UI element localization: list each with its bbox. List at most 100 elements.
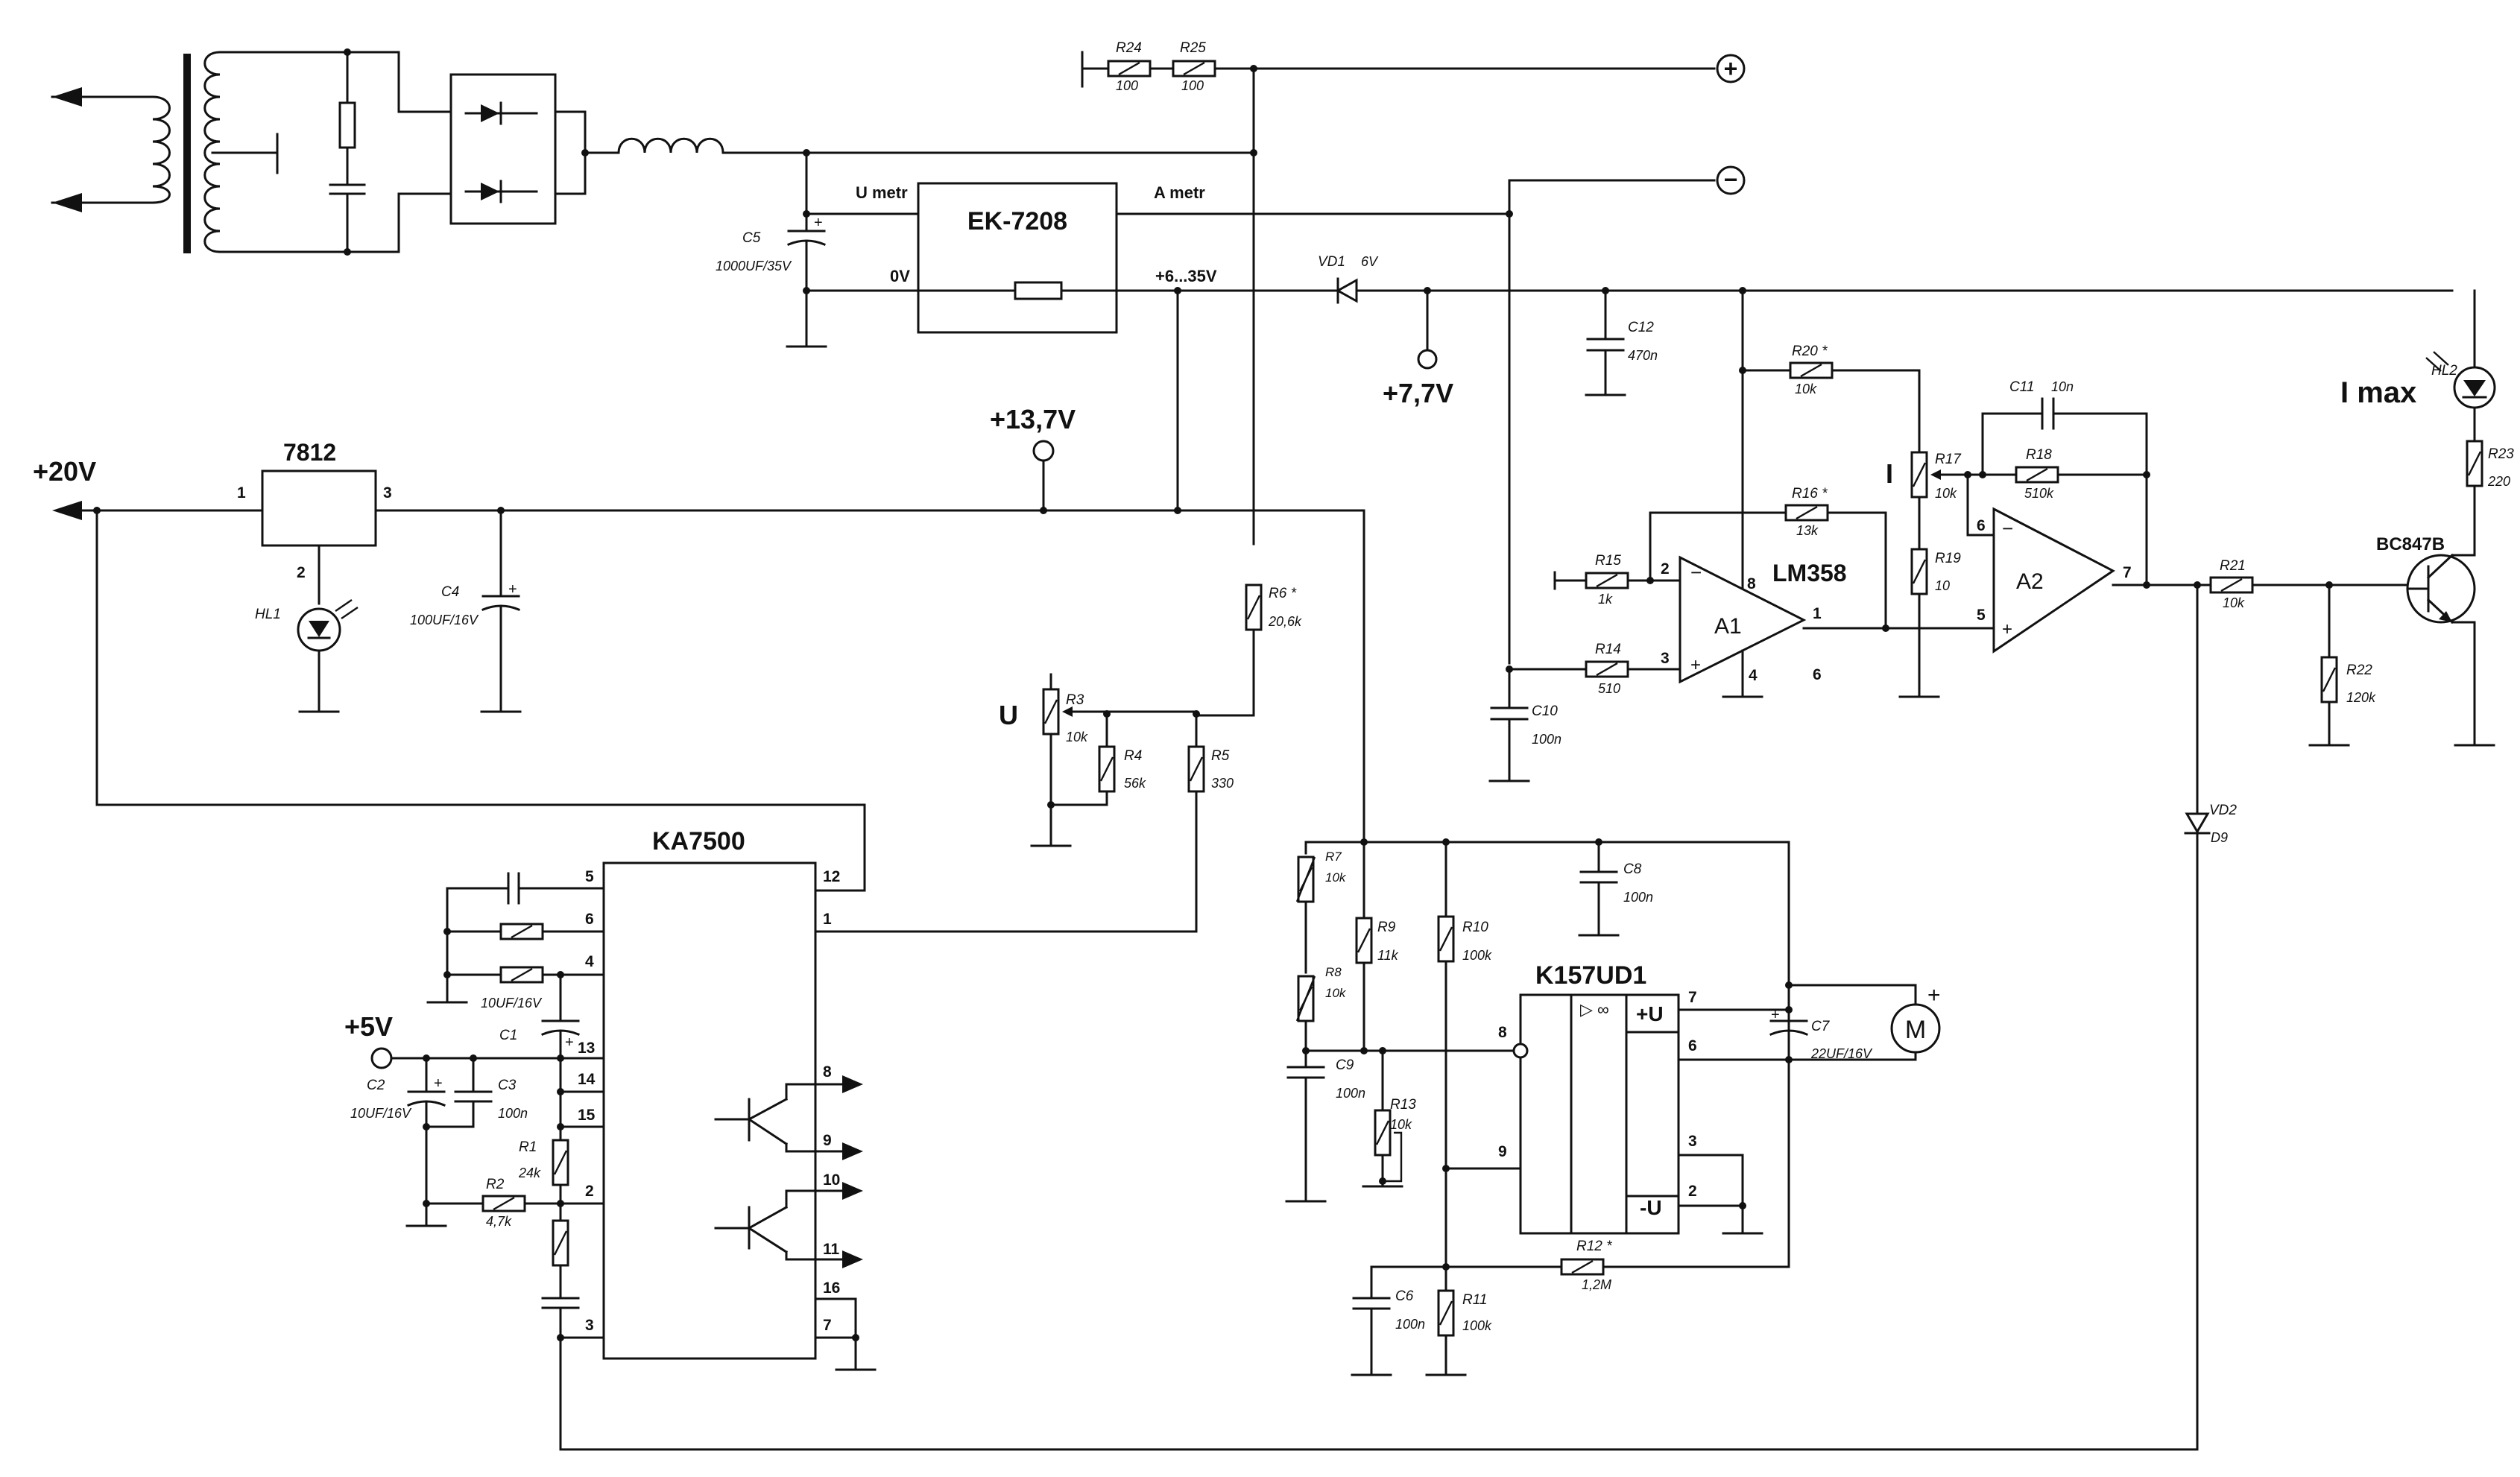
test-point-5v [370, 1047, 393, 1069]
c5-value: 1000UF/35V [716, 259, 792, 273]
svg-text:2: 2 [297, 564, 306, 581]
svg-text:+20V: +20V [33, 456, 96, 487]
plus-terminal-label: + [1724, 55, 1738, 82]
plus-terminal[interactable] [1716, 54, 1746, 83]
svg-text:R7: R7 [1325, 850, 1342, 864]
svg-text:3: 3 [1688, 1133, 1697, 1150]
i-pot-label[interactable]: I [1886, 458, 1893, 489]
svg-text:10k: 10k [1795, 382, 1817, 396]
arrow-right-icon [842, 1182, 863, 1200]
svg-text:100n: 100n [498, 1106, 528, 1121]
zero-volt-label: 0V [890, 267, 910, 285]
r24-value: 100 [1116, 78, 1138, 93]
test-point-13v7 [1032, 440, 1055, 462]
svg-text:R6 *: R6 * [1269, 586, 1297, 601]
imax-label: I max [2340, 376, 2416, 409]
transformer [51, 48, 400, 256]
fan-motor-icon [1890, 1003, 1941, 1054]
arrow-right-icon [842, 1142, 863, 1160]
svg-text:-U: -U [1640, 1196, 1662, 1219]
svg-text:R17: R17 [1935, 452, 1962, 467]
svg-text:6: 6 [1813, 666, 1822, 683]
resistor-r15 [1585, 572, 1629, 589]
u-pot-label[interactable]: U [999, 700, 1018, 730]
svg-text:100UF/16V: 100UF/16V [410, 613, 479, 627]
svg-text:VD2: VD2 [2209, 803, 2237, 818]
svg-text:C2: C2 [367, 1078, 385, 1093]
pwm-ka7500: KA7500 5 6 4 13 14 15 2 3 12 1 8 9 10 11… [344, 827, 877, 1371]
svg-text:+: + [508, 581, 517, 598]
svg-text:1,2M: 1,2M [1582, 1277, 1611, 1292]
svg-text:9: 9 [1498, 1143, 1507, 1160]
resistor-r12 [1560, 1258, 1605, 1276]
c5-ref: C5 [742, 230, 761, 246]
svg-text:HL1: HL1 [255, 607, 281, 622]
svg-text:1: 1 [237, 484, 246, 502]
svg-text:R15: R15 [1595, 553, 1621, 569]
vd1-ref: VD1 [1318, 254, 1345, 270]
svg-text:10: 10 [823, 1171, 840, 1189]
resistor-r20 [1789, 361, 1834, 379]
svg-text:7: 7 [2123, 564, 2132, 581]
svg-text:5: 5 [1977, 607, 1986, 624]
minus-terminal[interactable] [1716, 165, 1746, 195]
svg-text:10UF/16V: 10UF/16V [350, 1106, 412, 1121]
svg-text:4: 4 [585, 953, 594, 970]
potentiometer-r17 [1910, 451, 1928, 499]
vd1-value: 6V [1361, 254, 1379, 269]
svg-text:120k: 120k [2346, 690, 2376, 705]
test-point-7v7 [1417, 349, 1438, 370]
svg-text:5: 5 [585, 868, 594, 885]
svg-text:C8: C8 [1623, 861, 1642, 877]
resistor-r16 [1784, 504, 1829, 522]
svg-text:4: 4 [1749, 667, 1758, 684]
svg-text:C6: C6 [1395, 1288, 1414, 1304]
svg-text:3: 3 [383, 484, 392, 502]
svg-text:24k: 24k [518, 1166, 541, 1180]
svg-text:+: + [1690, 655, 1701, 675]
arrow-left-icon [52, 501, 82, 520]
resistor-r25 [1172, 60, 1216, 78]
svg-text:R9: R9 [1377, 920, 1396, 935]
ametr-label: A metr [1154, 183, 1205, 202]
resistor-r4 [1098, 745, 1116, 793]
svg-text:10n: 10n [2051, 379, 2074, 394]
svg-text:M: M [1905, 1016, 1926, 1044]
svg-text:+: + [565, 1034, 574, 1051]
arrow-right-icon [842, 1075, 863, 1093]
svg-text:20,6k: 20,6k [1268, 614, 1302, 629]
diode-vd2: VD2 D9 [559, 583, 2237, 1451]
arrow-right-icon [842, 1250, 863, 1268]
svg-text:K157UD1: K157UD1 [1535, 961, 1646, 990]
svg-text:+: + [814, 215, 823, 231]
svg-text:6: 6 [585, 911, 594, 928]
c12-value: 470n [1628, 348, 1658, 363]
resistor-r23 [2466, 440, 2483, 487]
resistor-r10 [1437, 915, 1455, 963]
svg-text:10k: 10k [2223, 595, 2245, 610]
svg-text:R18: R18 [2026, 447, 2052, 463]
svg-text:13k: 13k [1796, 523, 1819, 538]
resistor-r19 [1910, 548, 1928, 595]
svg-text:6: 6 [1688, 1037, 1697, 1054]
negative-rail: − [1115, 165, 1746, 665]
svg-text:KA7500: KA7500 [652, 827, 745, 855]
svg-text:+13,7V: +13,7V [990, 404, 1076, 434]
svg-text:330: 330 [1211, 776, 1234, 791]
umetr-label: U metr [856, 183, 908, 202]
regulator-7812: 7812 +20V 1 3 2 +13,7V HL1 + C4 100UF/16… [33, 289, 1365, 892]
current-setting-divider: R20 * 10k I R17 10k R19 10 [1739, 344, 1969, 698]
resistor-r14 [1585, 660, 1629, 678]
svg-text:R19: R19 [1935, 551, 1961, 566]
inductor [617, 137, 808, 154]
svg-text:▷ ∞: ▷ ∞ [1580, 1000, 1609, 1019]
svg-text:R13: R13 [1390, 1097, 1416, 1113]
r25-value: 100 [1181, 78, 1204, 93]
svg-text:13: 13 [578, 1040, 595, 1057]
svg-text:HL2: HL2 [2431, 363, 2457, 379]
svg-text:10UF/16V: 10UF/16V [481, 996, 543, 1011]
resistor-r6 [1245, 583, 1263, 631]
svg-text:3: 3 [585, 1317, 594, 1334]
svg-text:100n: 100n [1623, 890, 1653, 905]
arrow-left-icon [52, 87, 82, 107]
